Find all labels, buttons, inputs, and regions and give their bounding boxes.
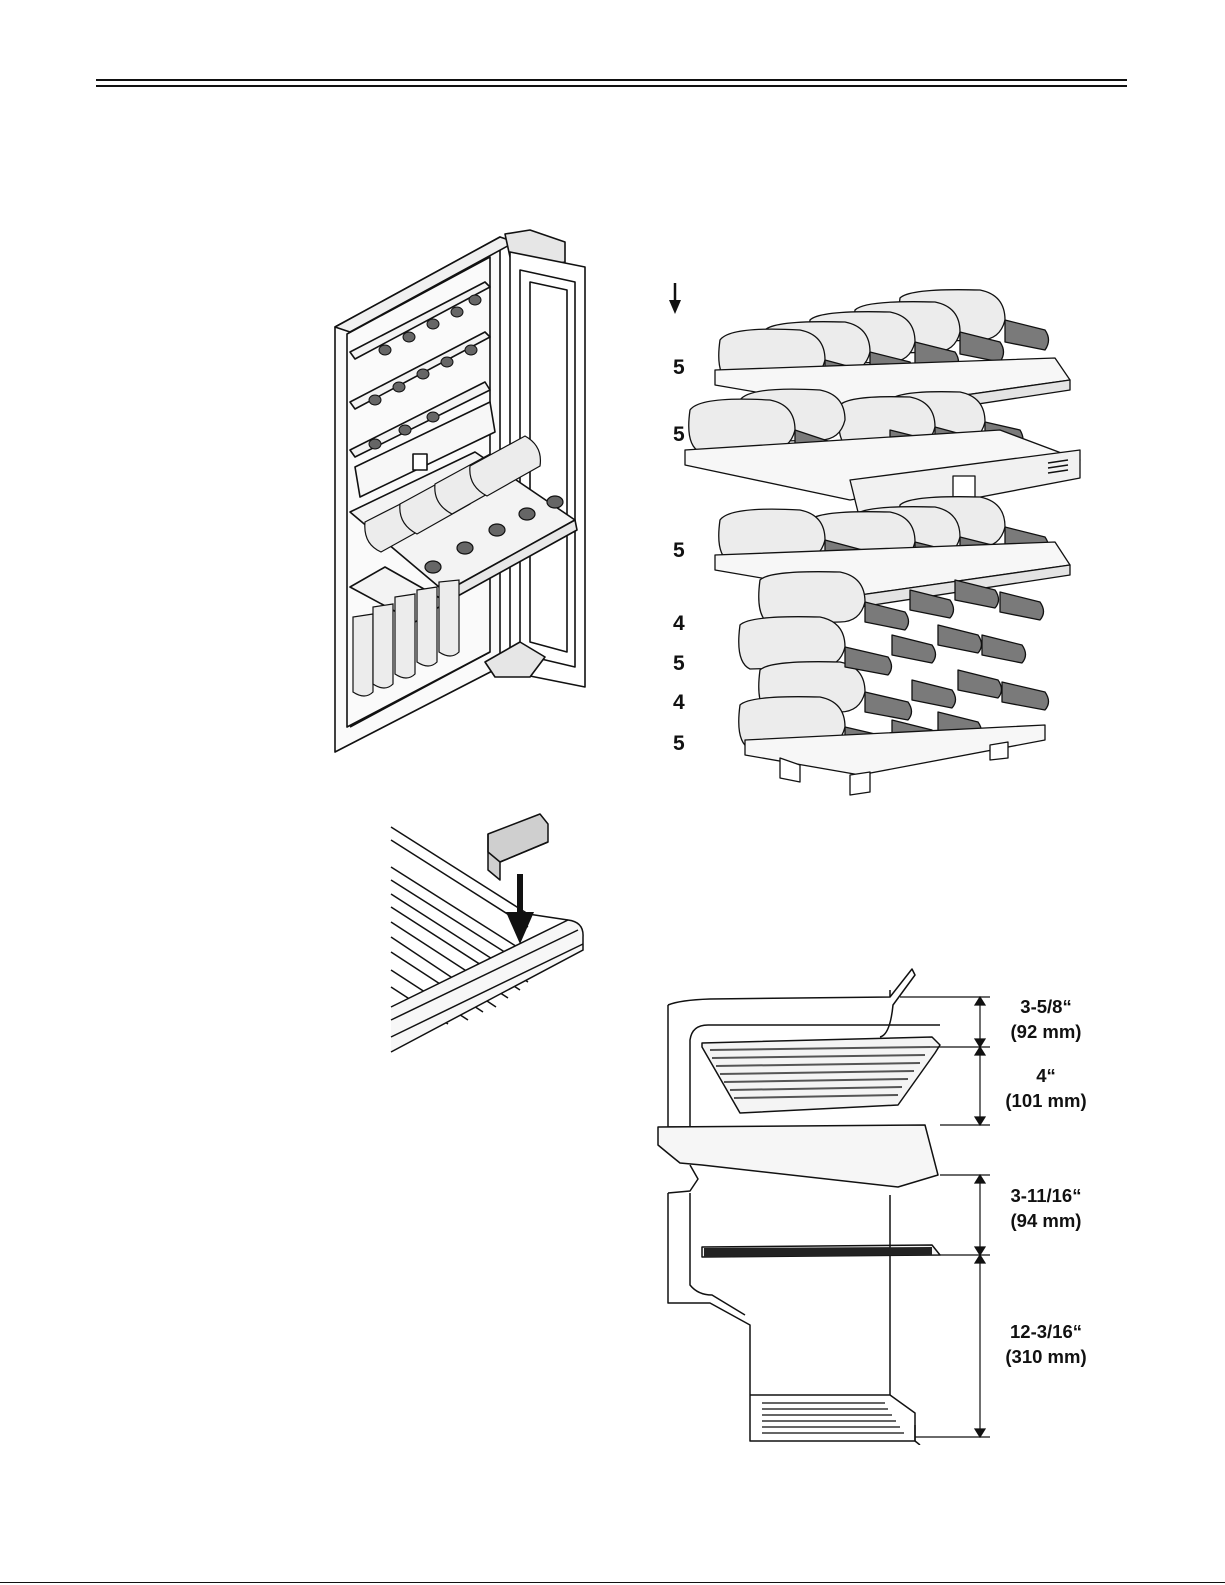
shelf-bottle-count: 4	[673, 692, 685, 713]
insert-down-arrow-icon	[506, 874, 534, 944]
dimension-label: 3-5/8“ (92 mm)	[986, 995, 1106, 1045]
dimension-imperial: 3-11/16“	[986, 1184, 1106, 1209]
header-rule-top	[96, 79, 1127, 81]
header-rule-bottom	[96, 85, 1127, 87]
shelf-bottle-count: 5	[673, 424, 685, 445]
shelf-clip-drawing	[388, 812, 588, 1062]
dimension-metric: (101 mm)	[986, 1089, 1106, 1114]
dimension-metric: (92 mm)	[986, 1020, 1106, 1045]
wine-cabinet-drawing	[325, 222, 595, 762]
dimension-label: 12-3/16“ (310 mm)	[986, 1320, 1106, 1370]
shelf-bottle-count: 4	[673, 613, 685, 634]
dimension-metric: (94 mm)	[986, 1209, 1106, 1234]
downward-arrow-icon	[669, 283, 681, 314]
shelf-section-drawing	[650, 965, 995, 1445]
footer-rule	[0, 1582, 1225, 1584]
shelf-bottle-count: 5	[673, 653, 685, 674]
bottle-stack-drawing	[660, 280, 1090, 800]
shelf-bottle-count: 5	[673, 733, 685, 754]
dimension-imperial: 12-3/16“	[986, 1320, 1106, 1345]
bottle-stacking-figure	[660, 280, 1090, 800]
dimension-label: 4“ (101 mm)	[986, 1064, 1106, 1114]
dimension-label: 3-11/16“ (94 mm)	[986, 1184, 1106, 1234]
shelf-spacing-section-figure	[650, 965, 995, 1445]
shelf-bottle-count: 5	[673, 540, 685, 561]
dimension-metric: (310 mm)	[986, 1345, 1106, 1370]
shelf-clip-insertion-figure	[388, 812, 588, 1062]
dimension-imperial: 3-5/8“	[986, 995, 1106, 1020]
dimension-imperial: 4“	[986, 1064, 1106, 1089]
shelf-bottle-count: 5	[673, 357, 685, 378]
wine-cabinet-open-door-figure	[325, 222, 595, 762]
